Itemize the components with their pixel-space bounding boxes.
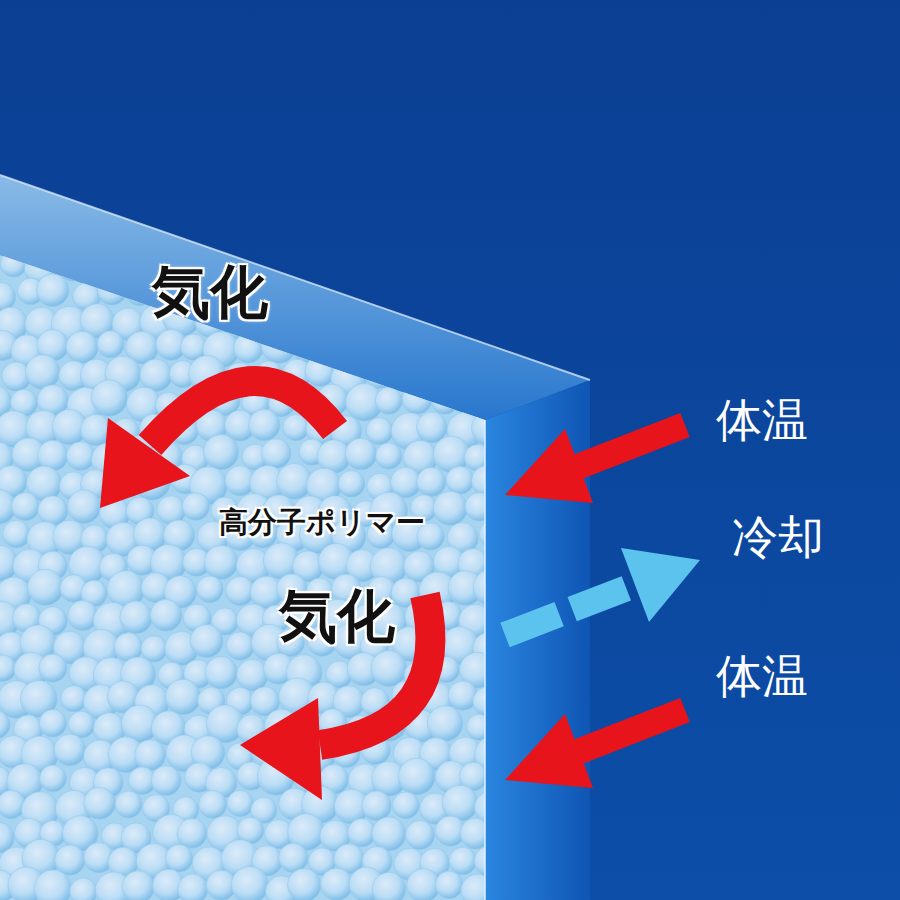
process-label: 気化 bbox=[279, 587, 395, 645]
polymer-bead bbox=[267, 224, 295, 252]
polymer-bead bbox=[359, 245, 397, 283]
polymer-bead bbox=[389, 253, 422, 286]
evaporation-arrow bbox=[150, 381, 335, 445]
polymer-bead bbox=[390, 356, 422, 388]
polymer-bead bbox=[305, 246, 342, 283]
polymer-bead bbox=[431, 222, 466, 257]
heat-label: 体温 bbox=[716, 397, 808, 443]
polymer-bead bbox=[478, 361, 505, 388]
process-label: 気化 bbox=[152, 263, 268, 321]
polymer-bead bbox=[330, 249, 363, 282]
arrow-head bbox=[505, 714, 593, 788]
body-heat-arrow bbox=[572, 710, 685, 754]
polymer-bead bbox=[351, 224, 381, 254]
polymer-bead bbox=[375, 276, 403, 304]
polymer-bead bbox=[452, 252, 478, 278]
polymer-bead bbox=[463, 223, 492, 252]
polymer-bead bbox=[445, 308, 475, 338]
polymer-bead bbox=[409, 225, 438, 254]
polymer-bead bbox=[374, 229, 403, 258]
polymer-bead bbox=[80, 248, 116, 284]
heat-label: 体温 bbox=[716, 653, 808, 699]
polymer-bead bbox=[275, 304, 307, 336]
polymer-bead bbox=[111, 252, 140, 281]
polymer-bead bbox=[10, 224, 42, 256]
slab-edge bbox=[484, 420, 486, 900]
slab-tint bbox=[0, 255, 485, 900]
polymer-bead bbox=[275, 249, 309, 283]
material-label: 高分子ポリマー bbox=[219, 508, 425, 537]
polymer-bead bbox=[352, 335, 383, 366]
polymer-bead bbox=[36, 226, 69, 259]
polymer-beads bbox=[0, 221, 512, 900]
polymer-bead bbox=[345, 272, 382, 309]
polymer-bead bbox=[233, 223, 266, 256]
polymer-bead bbox=[312, 308, 340, 336]
polymer-bead bbox=[402, 274, 435, 307]
polymer-bead bbox=[416, 357, 448, 389]
arrow-head bbox=[240, 698, 322, 800]
polymer-bead bbox=[337, 304, 365, 332]
polymer-bead bbox=[66, 221, 101, 256]
polymer-bead bbox=[403, 330, 441, 368]
polymer-bead bbox=[464, 279, 495, 310]
polymer-bead bbox=[97, 221, 129, 253]
polymer-bead bbox=[0, 227, 14, 254]
cooling-arrow bbox=[505, 583, 640, 635]
polymer-bead bbox=[470, 251, 504, 285]
polymer-bead bbox=[478, 306, 509, 337]
slab-front bbox=[0, 255, 485, 900]
polymer-bead bbox=[416, 246, 452, 282]
arrow-head bbox=[505, 429, 593, 503]
polymer-bead bbox=[124, 227, 152, 255]
body-heat-arrow bbox=[572, 425, 685, 469]
polymer-bead bbox=[431, 277, 463, 309]
polymer-bead bbox=[174, 225, 212, 263]
slab-edge bbox=[0, 175, 590, 380]
arrow-head bbox=[100, 418, 190, 508]
arrow-head bbox=[621, 548, 700, 622]
polymer-bead bbox=[324, 336, 355, 367]
polymer-bead bbox=[322, 225, 350, 253]
polymer-bead bbox=[297, 225, 326, 254]
polymer-bead bbox=[446, 356, 479, 389]
cooling-label: 冷却 bbox=[732, 514, 824, 560]
polymer-bead bbox=[375, 332, 403, 360]
polymer-bead bbox=[431, 332, 461, 362]
polymer-bead bbox=[291, 274, 328, 311]
